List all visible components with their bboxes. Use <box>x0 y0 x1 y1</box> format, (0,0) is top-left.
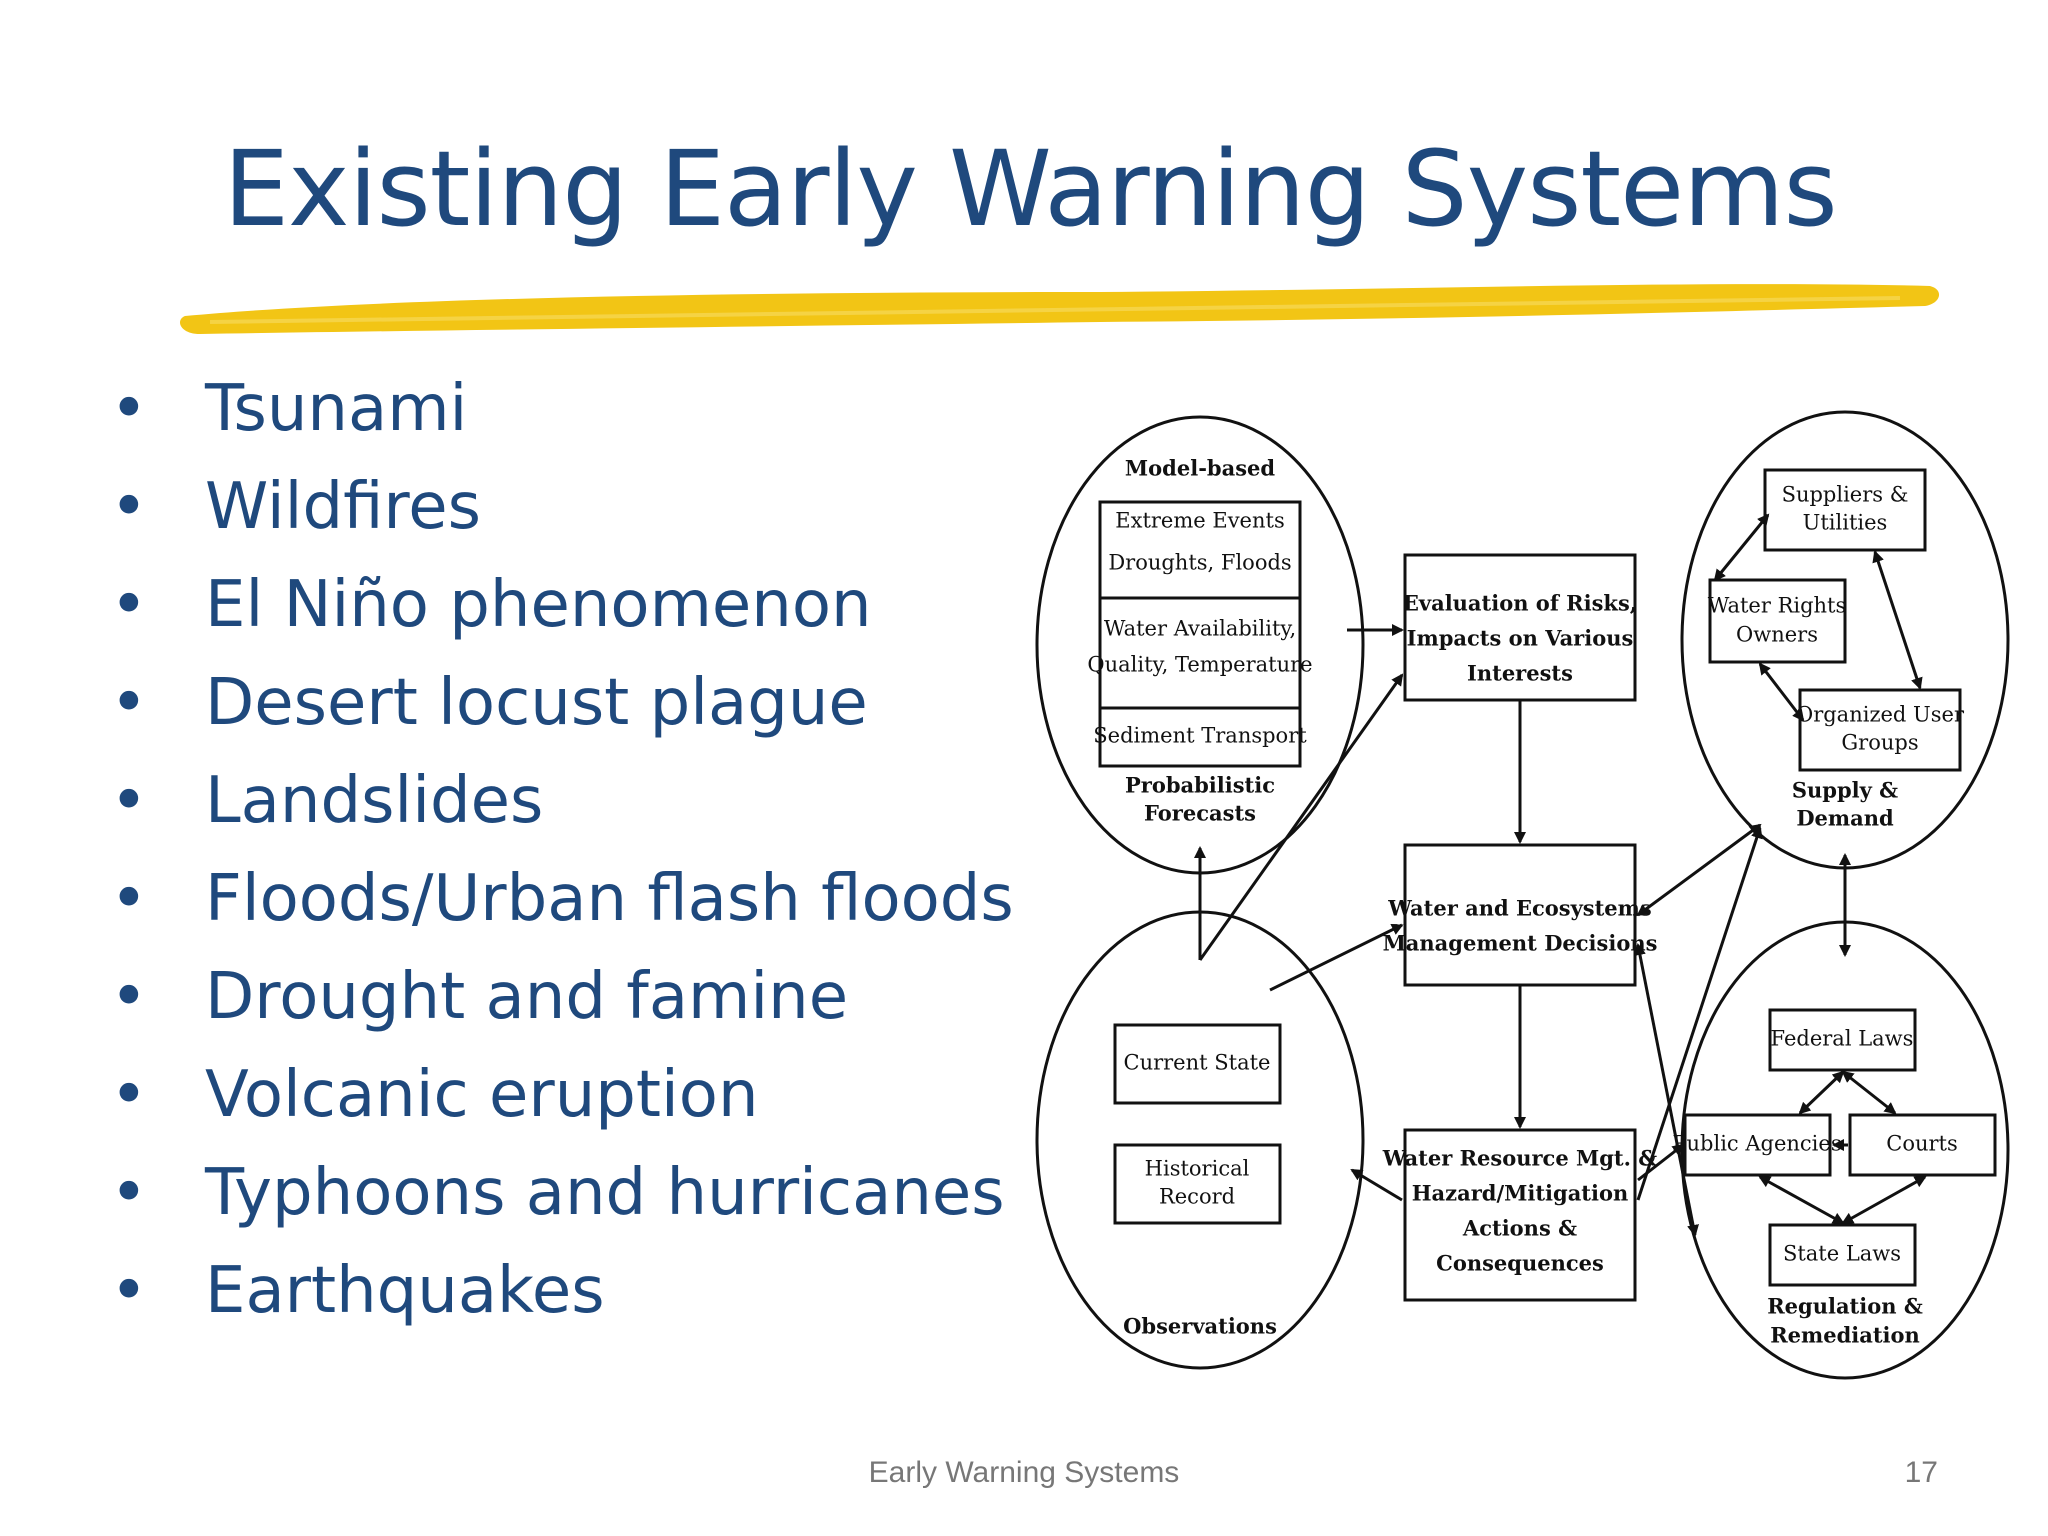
decisions-line: Water and Ecosystems <box>1387 896 1651 921</box>
decisions-line: Management Decisions <box>1383 931 1658 956</box>
actions-line: Actions & <box>1462 1216 1577 1241</box>
federal-laws-box <box>1768 1008 1917 1072</box>
bullet-text: Earthquakes <box>205 1254 605 1328</box>
water-availability-line: Quality, Temperature <box>1087 653 1312 677</box>
bullet-text: El Niño phenomenon <box>205 568 872 642</box>
observations-label: Observations <box>1123 1314 1277 1339</box>
arrow <box>1634 943 1699 1237</box>
actions-line: Consequences <box>1436 1251 1604 1276</box>
arrow <box>1637 1143 1685 1182</box>
observations-circle <box>1035 910 1365 1370</box>
arrow <box>1758 662 1805 722</box>
bullet-text: Wildfires <box>205 470 481 544</box>
bullet-marker: • <box>110 764 148 838</box>
bullet-marker: • <box>110 960 148 1034</box>
bullet-marker: • <box>110 862 148 936</box>
arrow <box>1198 673 1404 961</box>
suppliers-line: Suppliers & <box>1782 483 1909 507</box>
arrow <box>1798 1070 1845 1115</box>
arrow <box>1636 823 1762 917</box>
list-item: • Earthquakes <box>110 1252 1014 1350</box>
water-management-diagram: Model-based Extreme Events Droughts, Flo… <box>1035 410 2010 1380</box>
slide-title: Existing Early Warning Systems <box>223 128 1837 250</box>
bullet-text: Volcanic eruption <box>205 1058 759 1132</box>
supply-demand-label: Supply & <box>1792 778 1898 803</box>
user-groups-line: Groups <box>1841 731 1918 755</box>
title-underline <box>180 284 1940 334</box>
list-item: • Drought and famine <box>110 958 1014 1056</box>
water-rights-line: Owners <box>1736 623 1818 647</box>
evaluation-line: Evaluation of Risks, <box>1403 591 1637 616</box>
arrow <box>1269 923 1404 992</box>
actions-line: Water Resource Mgt. & <box>1382 1146 1657 1171</box>
public-agencies-text: Public Agencies <box>1672 1132 1841 1156</box>
bullet-text: Floods/Urban flash floods <box>205 862 1014 936</box>
bullet-text: Landslides <box>205 764 544 838</box>
arrow <box>1841 1070 1897 1115</box>
list-item: • Wildfires <box>110 468 1014 566</box>
list-item: • Floods/Urban flash floods <box>110 860 1014 958</box>
arrow <box>1841 1175 1927 1225</box>
bullet-text: Tsunami <box>205 372 468 446</box>
list-item: • Volcanic eruption <box>110 1056 1014 1154</box>
historical-record-box <box>1113 1143 1282 1225</box>
forecasts-label: Forecasts <box>1144 801 1256 826</box>
suppliers-box <box>1763 468 1927 552</box>
bullet-text: Drought and famine <box>205 960 849 1034</box>
list-item: • El Niño phenomenon <box>110 566 1014 664</box>
model-based-label: Model-based <box>1125 456 1275 481</box>
federal-laws-text: Federal Laws <box>1771 1027 1914 1051</box>
evaluation-line: Interests <box>1467 661 1573 686</box>
courts-box <box>1848 1113 1997 1177</box>
bullet-text: Desert locust plague <box>205 666 868 740</box>
historical-record-line: Record <box>1159 1185 1235 1209</box>
state-laws-text: State Laws <box>1783 1242 1901 1266</box>
arrow <box>1713 513 1770 582</box>
supply-demand-label: Demand <box>1796 806 1894 831</box>
regulation-label: Remediation <box>1770 1323 1920 1348</box>
water-rights-box <box>1708 578 1847 664</box>
bullet-marker: • <box>110 1058 148 1132</box>
arrow <box>1872 550 1923 690</box>
sediment-text: Sediment Transport <box>1093 724 1307 748</box>
list-item: • Desert locust plague <box>110 664 1014 762</box>
suppliers-line: Utilities <box>1803 511 1888 535</box>
current-state-box <box>1113 1023 1282 1105</box>
bullet-marker: • <box>110 1156 148 1230</box>
bullet-marker: • <box>110 568 148 642</box>
bullet-marker: • <box>110 372 148 446</box>
user-groups-box <box>1798 688 1962 772</box>
page-number: 17 <box>1904 1456 1938 1489</box>
list-item: • Typhoons and hurricanes <box>110 1154 1014 1252</box>
current-state-text: Current State <box>1124 1051 1271 1075</box>
regulation-label: Regulation & <box>1767 1294 1923 1319</box>
bullet-text: Typhoons and hurricanes <box>205 1156 1005 1230</box>
list-item: • Tsunami <box>110 370 1014 468</box>
extreme-events-line: Droughts, Floods <box>1108 551 1291 575</box>
arrow <box>1758 1175 1845 1225</box>
bullet-marker: • <box>110 470 148 544</box>
actions-line: Hazard/Mitigation <box>1412 1181 1629 1206</box>
user-groups-line: Organized User <box>1796 703 1965 727</box>
bullet-marker: • <box>110 666 148 740</box>
evaluation-line: Impacts on Various <box>1407 626 1634 651</box>
bullet-marker: • <box>110 1254 148 1328</box>
historical-record-line: Historical <box>1145 1157 1250 1181</box>
bullet-list: •Tsunami •Wildfires •El Niño phenomenon … <box>110 370 1014 1350</box>
courts-text: Courts <box>1886 1132 1958 1156</box>
sediment-box <box>1098 706 1302 768</box>
state-laws-box <box>1768 1223 1917 1287</box>
extreme-events-line: Extreme Events <box>1115 509 1284 533</box>
water-rights-line: Water Rights <box>1708 594 1847 618</box>
list-item: • Landslides <box>110 762 1014 860</box>
forecasts-label: Probabilistic <box>1125 773 1275 798</box>
arrow <box>1350 1168 1403 1202</box>
water-availability-line: Water Availability, <box>1104 617 1296 641</box>
footer-title: Early Warning Systems <box>868 1456 1180 1489</box>
